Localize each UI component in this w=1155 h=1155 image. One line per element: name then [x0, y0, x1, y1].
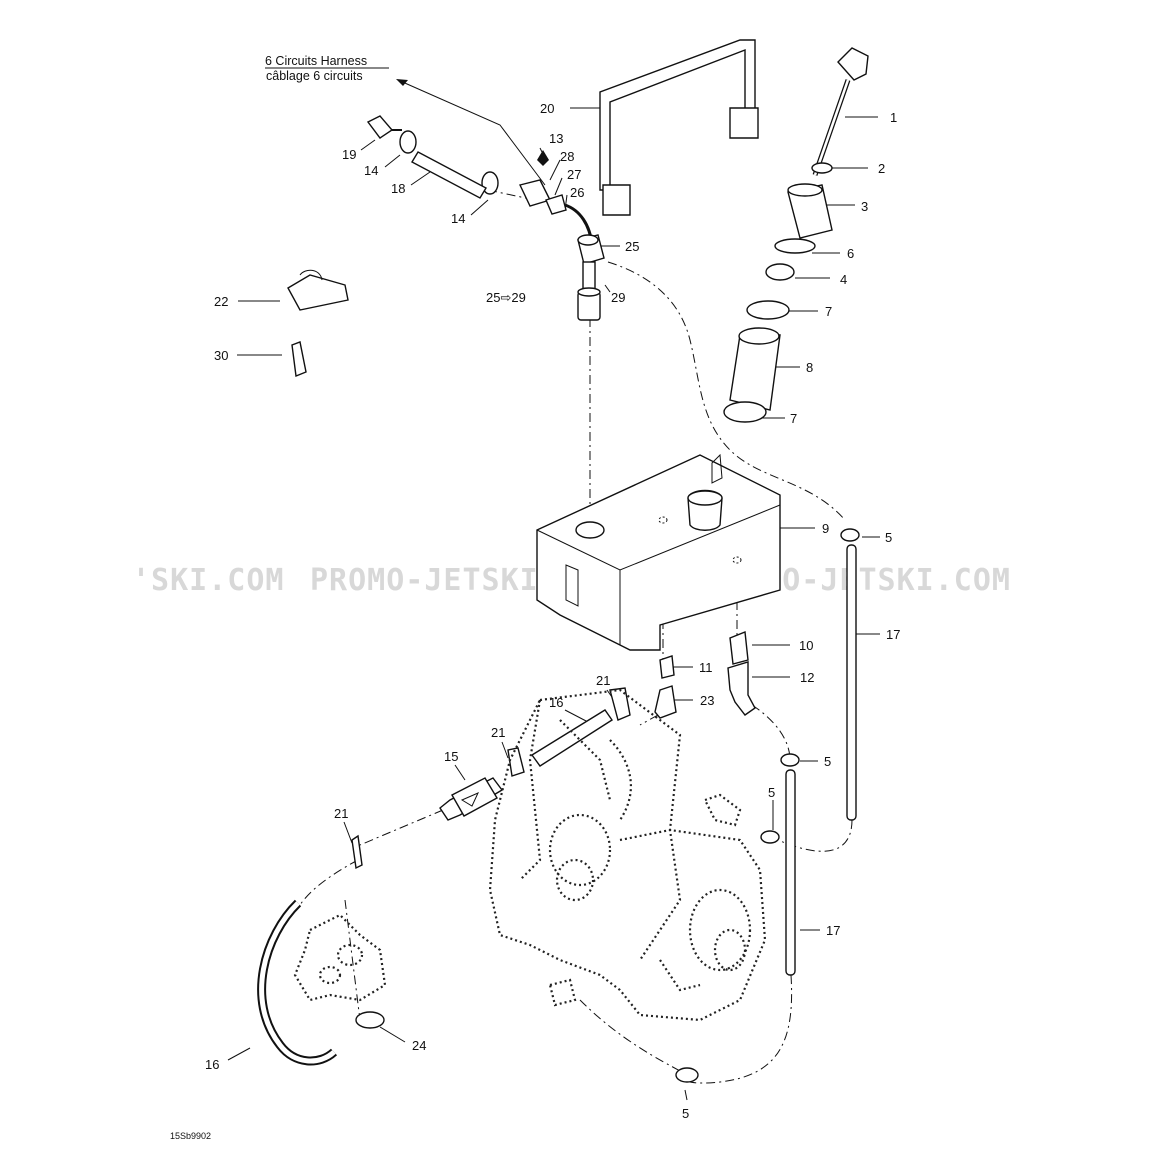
- assembly-lines: [299, 189, 853, 1084]
- callout-30: 30: [214, 348, 228, 363]
- callout-17-a: 17: [886, 627, 900, 642]
- callout-8: 8: [806, 360, 813, 375]
- callout-5-b: 5: [824, 754, 831, 769]
- callout-5-c: 5: [768, 785, 775, 800]
- callouts: 1 2 3 6 4 7 8 7 9 5 17 10 11 12 23 21 16…: [205, 101, 900, 1121]
- callout-21-a: 21: [596, 673, 610, 688]
- fittings: [654, 631, 756, 719]
- hoses: [257, 151, 613, 1066]
- callout-21-b: 21: [491, 725, 505, 740]
- handle-part: [599, 39, 759, 216]
- callout-7-lower: 7: [790, 411, 797, 426]
- callout-22: 22: [214, 294, 228, 309]
- callout-13: 13: [549, 131, 563, 146]
- callout-29: 29: [611, 290, 625, 305]
- callout-9: 9: [822, 521, 829, 536]
- callout-5-d: 5: [682, 1106, 689, 1121]
- callout-10: 10: [799, 638, 813, 653]
- callout-23: 23: [700, 693, 714, 708]
- callout-15: 15: [444, 749, 458, 764]
- fuel-filter: [439, 777, 504, 821]
- engine-outline: [488, 688, 767, 1022]
- callout-16-b: 16: [205, 1057, 219, 1072]
- callout-14-b: 14: [451, 211, 465, 226]
- oil-pump-outline: [293, 913, 387, 1002]
- harness-arrow: [397, 79, 546, 186]
- callout-16-a: 16: [549, 695, 563, 710]
- figure-code: 15Sb9902: [170, 1131, 211, 1141]
- callout-21-c: 21: [334, 806, 348, 821]
- watermark-left: 'SKI.COM: [132, 563, 285, 598]
- callout-7-upper: 7: [825, 304, 832, 319]
- filler-assembly: [723, 47, 869, 423]
- callout-4: 4: [840, 272, 847, 287]
- callout-26: 26: [570, 185, 584, 200]
- callout-17-b: 17: [826, 923, 840, 938]
- callout-5-a: 5: [885, 530, 892, 545]
- harness-subtitle: câblage 6 circuits: [266, 69, 363, 83]
- harness-title: 6 Circuits Harness: [265, 54, 367, 68]
- harness-parts: [287, 115, 605, 321]
- callout-11: 11: [699, 660, 713, 675]
- callout-24: 24: [412, 1038, 426, 1053]
- callout-27: 27: [567, 167, 581, 182]
- callout-25-29: 25⇨29: [486, 290, 526, 305]
- harness-arrowhead: [396, 79, 408, 86]
- callout-3: 3: [861, 199, 868, 214]
- oil-tank: [536, 453, 781, 651]
- harness-header: 6 Circuits Harness câblage 6 circuits: [265, 54, 546, 186]
- callout-1: 1: [890, 110, 897, 125]
- callout-12: 12: [800, 670, 814, 685]
- callout-20: 20: [540, 101, 554, 116]
- callout-19: 19: [342, 147, 356, 162]
- callout-18: 18: [391, 181, 405, 196]
- callout-14-a: 14: [364, 163, 378, 178]
- vent-tubes: [785, 544, 857, 976]
- callout-6: 6: [847, 246, 854, 261]
- callout-2: 2: [878, 161, 885, 176]
- callout-28: 28: [560, 149, 574, 164]
- callout-25: 25: [625, 239, 639, 254]
